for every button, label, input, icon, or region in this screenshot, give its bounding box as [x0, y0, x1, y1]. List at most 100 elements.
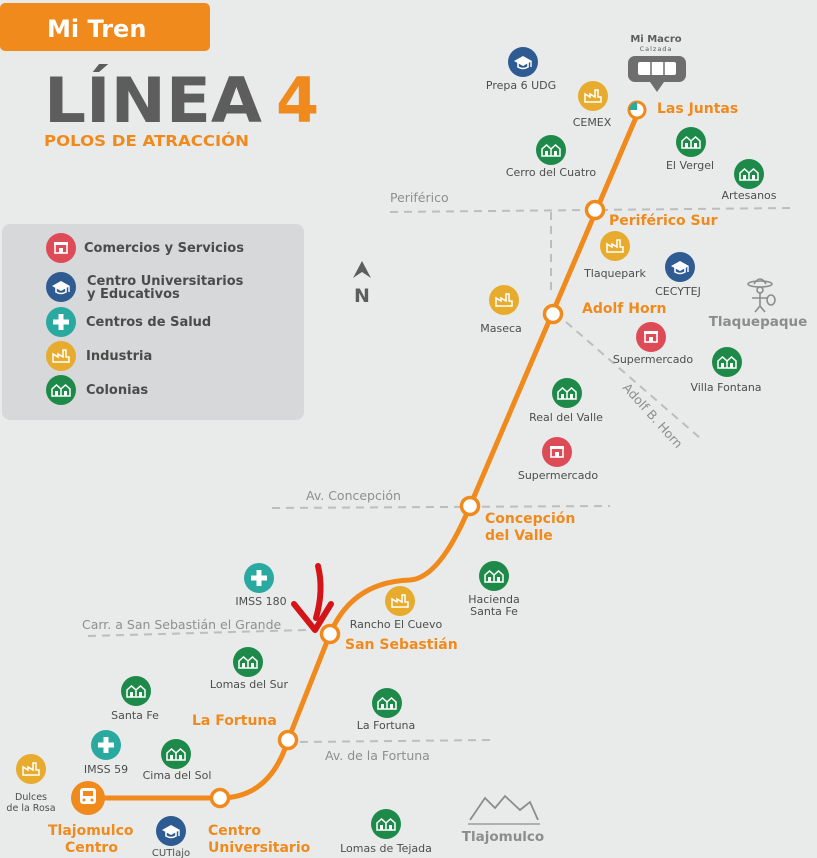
station-tlajomulco-centro[interactable]: Tlajomulco Centro	[48, 781, 134, 856]
svg-text:Prepa 6 UDG: Prepa 6 UDG	[486, 79, 556, 92]
svg-text:Colonias: Colonias	[86, 383, 148, 398]
line-number: 4	[276, 64, 319, 137]
svg-text:Centro Universitarios: Centro Universitarios	[87, 274, 244, 289]
svg-text:y Educativos: y Educativos	[87, 287, 180, 302]
poi-prepa-6-udg: Prepa 6 UDG	[486, 47, 556, 92]
road-label-av-concepcion: Av. Concepción	[306, 488, 401, 503]
svg-text:N: N	[354, 285, 370, 307]
road-label-carr-san-sebastian: Carr. a San Sebastián el Grande	[82, 617, 282, 632]
svg-text:CUTlajo: CUTlajo	[152, 848, 190, 858]
poi-supermercado-2: Supermercado	[518, 437, 599, 482]
svg-text:Maseca: Maseca	[480, 322, 522, 335]
north-arrow-icon: N	[353, 261, 371, 307]
svg-text:Hacienda: Hacienda	[468, 593, 520, 606]
svg-text:Adolf Horn: Adolf Horn	[582, 301, 666, 317]
svg-text:Santa Fe: Santa Fe	[111, 709, 159, 722]
poi-dulces-de-la-rosa: Dulces de la Rosa	[6, 754, 56, 814]
station-periferico-sur[interactable]: Periférico Sur	[584, 199, 718, 230]
poi-imss-180: IMSS 180	[235, 563, 287, 608]
svg-text:Centros de Salud: Centros de Salud	[86, 315, 211, 330]
station-adolf-horn[interactable]: Adolf Horn	[542, 301, 667, 325]
legend-item-salud: Centros de Salud	[46, 307, 211, 337]
city-tlaquepaque: Tlaquepaque	[709, 278, 808, 330]
poi-imss-59: IMSS 59	[84, 730, 128, 776]
svg-text:IMSS 180: IMSS 180	[235, 595, 286, 608]
line-subtitle: POLOS DE ATRACCIÓN	[44, 131, 249, 150]
station-centro-universitario[interactable]: Centro Universitario	[208, 787, 311, 857]
svg-text:Centro: Centro	[208, 823, 261, 839]
svg-text:Centro: Centro	[65, 840, 118, 856]
svg-text:Cima del Sol: Cima del Sol	[143, 769, 212, 782]
legend-item-industria: Industria	[46, 341, 152, 371]
svg-text:Comercios y Servicios: Comercios y Servicios	[84, 241, 244, 256]
road-label-periferico: Periférico	[390, 190, 449, 205]
svg-text:Periférico Sur: Periférico Sur	[609, 213, 718, 229]
svg-text:CEMEX: CEMEX	[573, 116, 612, 129]
station-san-sebastian[interactable]: San Sebastián	[319, 623, 458, 654]
svg-text:Industria: Industria	[86, 349, 152, 364]
road-av-fortuna	[299, 739, 491, 743]
road-label-av-fortuna: Av. de la Fortuna	[325, 748, 430, 763]
poi-artesanos: Artesanos	[721, 159, 777, 202]
svg-text:IMSS 59: IMSS 59	[84, 763, 128, 776]
line-title: LÍNEA	[44, 64, 262, 137]
poi-hacienda-santa-fe: Hacienda Santa Fe	[468, 561, 520, 618]
svg-text:Supermercado: Supermercado	[518, 469, 599, 482]
svg-text:Universitario: Universitario	[208, 840, 311, 856]
svg-text:de la Rosa: de la Rosa	[6, 803, 55, 814]
poi-cutlajo: CUTlajo	[152, 816, 190, 858]
line-4-route	[88, 107, 643, 801]
mi-macro-terminal: Mi Macro Calzada	[628, 34, 686, 92]
svg-text:Real del Valle: Real del Valle	[529, 411, 603, 424]
svg-text:CECYTEJ: CECYTEJ	[655, 285, 701, 298]
poi-cemex: CEMEX	[573, 81, 612, 129]
svg-text:Tlaquepaque: Tlaquepaque	[709, 314, 808, 330]
poi-cerro-del-cuatro: Cerro del Cuatro	[506, 135, 597, 179]
station-concepcion-del-valle[interactable]: Concepción del Valle	[459, 495, 576, 545]
red-arrow-marker	[291, 563, 334, 633]
brand-badge	[0, 3, 210, 51]
svg-text:Tlajomulco: Tlajomulco	[48, 823, 134, 839]
poi-tlaquepark: Tlaquepark	[583, 231, 647, 280]
svg-text:Las Juntas: Las Juntas	[657, 101, 738, 117]
poi-cima-del-sol: Cima del Sol	[143, 739, 212, 782]
poi-maseca: Maseca	[480, 285, 522, 335]
road-adolf-b-horn	[565, 321, 701, 439]
svg-text:Cerro del Cuatro: Cerro del Cuatro	[506, 166, 597, 179]
svg-text:Mi Macro: Mi Macro	[630, 34, 681, 45]
svg-text:Calzada: Calzada	[640, 45, 673, 53]
legend-item-educativos: Centro Universitarios y Educativos	[46, 272, 244, 302]
road-label-adolf-b-horn: Adolf B. Horn	[620, 380, 686, 451]
poi-lomas-de-tejada: Lomas de Tejada	[340, 809, 432, 855]
legend-panel	[2, 224, 304, 420]
brand-label: Mi Tren	[47, 15, 146, 43]
road-av-concepcion	[271, 505, 611, 509]
svg-text:La Fortuna: La Fortuna	[357, 719, 416, 732]
legend-item-colonias: Colonias	[46, 375, 148, 405]
svg-text:Supermercado: Supermercado	[613, 353, 694, 366]
svg-text:Rancho El Cuevo: Rancho El Cuevo	[350, 618, 443, 631]
station-la-fortuna[interactable]: La Fortuna	[192, 713, 299, 751]
poi-real-del-valle: Real del Valle	[529, 378, 603, 424]
poi-cecytej: CECYTEJ	[655, 252, 701, 298]
svg-text:Dulces: Dulces	[15, 792, 47, 803]
svg-text:La Fortuna: La Fortuna	[192, 713, 277, 729]
city-tlajomulco: Tlajomulco	[462, 794, 544, 845]
poi-el-vergel: El Vergel	[666, 127, 714, 172]
station-las-juntas[interactable]: Las Juntas	[627, 100, 738, 120]
legend-item-comercios: Comercios y Servicios	[46, 233, 244, 263]
svg-text:Lomas del Sur: Lomas del Sur	[210, 678, 289, 691]
svg-text:del Valle: del Valle	[485, 528, 553, 544]
svg-text:Artesanos: Artesanos	[721, 189, 776, 202]
mountains-icon	[469, 794, 539, 821]
mariachi-icon	[747, 278, 776, 313]
poi-villa-fontana: Villa Fontana	[690, 347, 762, 394]
svg-text:Villa Fontana: Villa Fontana	[690, 381, 761, 394]
poi-rancho-el-cuevo: Rancho El Cuevo	[350, 586, 443, 631]
poi-la-fortuna: La Fortuna	[357, 688, 416, 732]
svg-text:Tlaquepark: Tlaquepark	[583, 267, 646, 280]
svg-text:Tlajomulco: Tlajomulco	[462, 829, 544, 845]
poi-santa-fe: Santa Fe	[111, 676, 159, 722]
svg-text:El Vergel: El Vergel	[666, 159, 714, 172]
